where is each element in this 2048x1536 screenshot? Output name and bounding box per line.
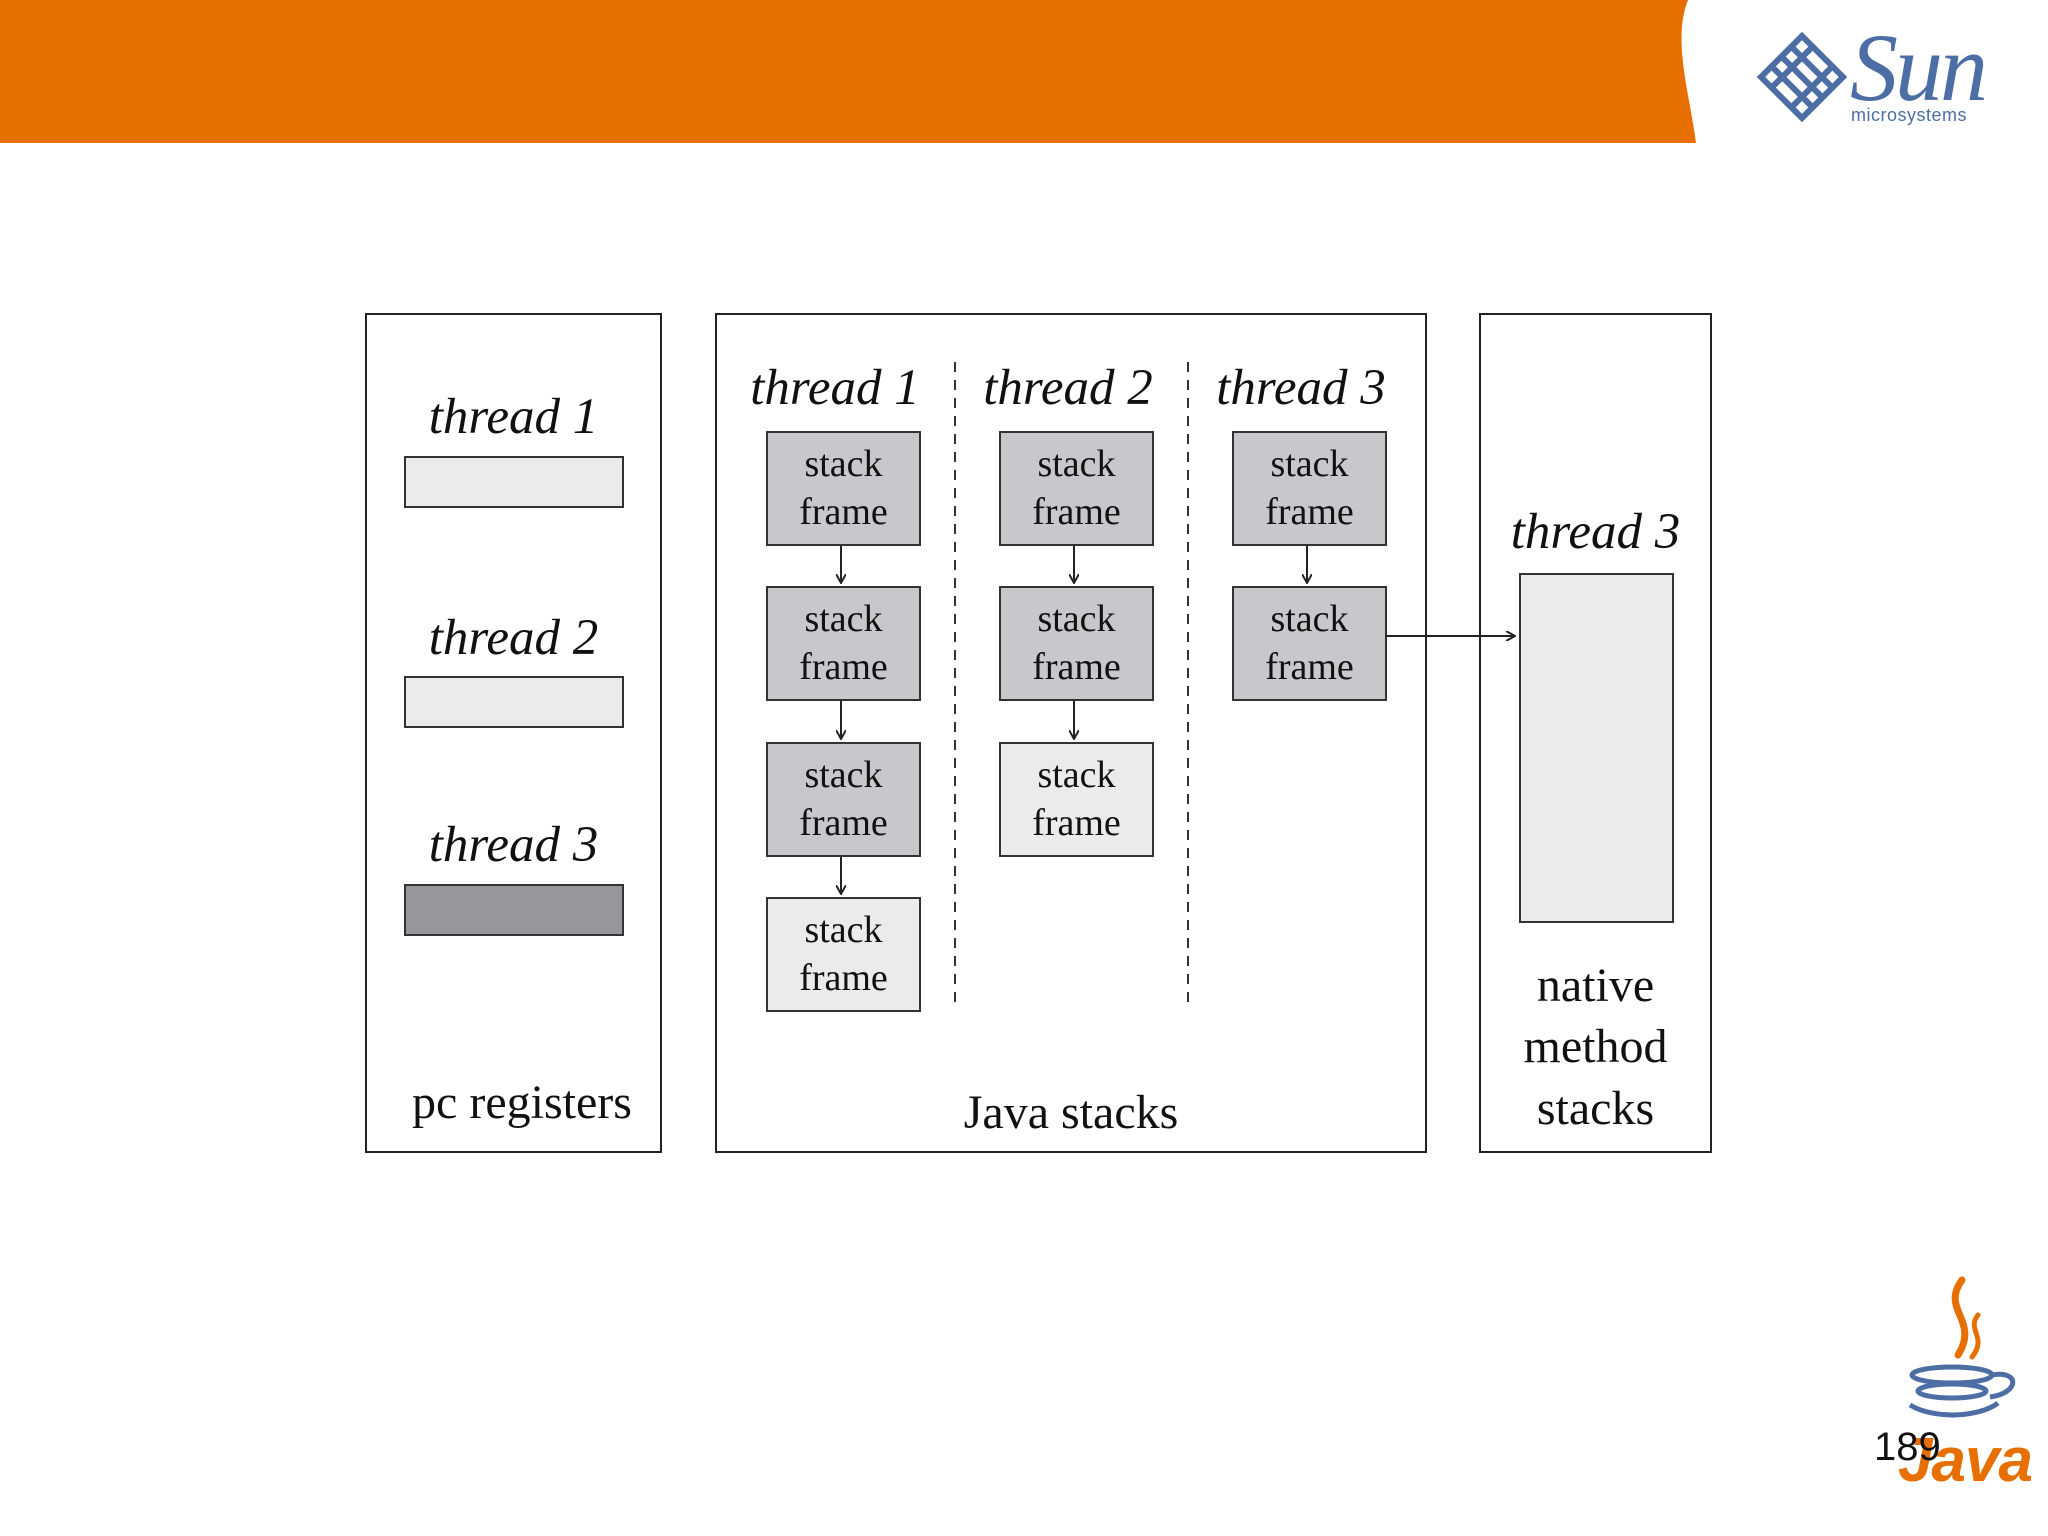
java-stacks-panel: thread 1 thread 2 thread 3 stack frame s… [715, 313, 1427, 1153]
stack-frame: stack frame [999, 586, 1154, 701]
pc-register-thread-3 [404, 884, 624, 936]
stack-frame: stack frame [999, 742, 1154, 857]
pc-register-thread-2 [404, 676, 624, 728]
pc-registers-panel: thread 1 thread 2 thread 3 pc registers [365, 313, 662, 1153]
sun-brand-text: Sun [1850, 14, 1988, 121]
pc-thread-3-label: thread 3 [428, 817, 599, 873]
stack-frame: stack frame [766, 586, 921, 701]
pc-thread-1-label: thread 1 [428, 389, 599, 445]
native-thread-3-label: thread 3 [1510, 504, 1681, 560]
page-number: 189 [1874, 1425, 1941, 1469]
stack-frame: stack frame [766, 431, 921, 546]
java-cup-icon [1908, 1276, 2016, 1418]
sun-brand-subtext: microsystems [1851, 105, 1968, 125]
pc-registers-caption: pc registers [412, 1076, 632, 1129]
native-method-stacks-panel: thread 3 native method stacks [1479, 313, 1712, 1153]
sun-logo: Sun microsystems [1755, 14, 2015, 142]
java-logo-text: Java [1898, 1426, 2033, 1495]
pc-register-thread-1 [404, 456, 624, 508]
java-thread-2-label: thread 2 [983, 360, 1153, 416]
stack-frame: stack frame [999, 431, 1154, 546]
native-method-stacks-caption: native method stacks [1523, 959, 1668, 1135]
java-logo: Java [1880, 1275, 2033, 1510]
stack-frame: stack frame [766, 742, 921, 857]
java-thread-3-label: thread 3 [1216, 360, 1386, 416]
stack-frame: stack frame [766, 897, 921, 1012]
stack-frame: stack frame [1232, 431, 1387, 546]
java-stacks-caption: Java stacks [963, 1086, 1179, 1139]
pc-thread-2-label: thread 2 [428, 610, 599, 666]
stack-frame: stack frame [1232, 586, 1387, 701]
banner-shape [0, 0, 1696, 143]
header-banner [0, 0, 2048, 143]
java-thread-1-label: thread 1 [750, 360, 920, 416]
native-stack-thread-3 [1519, 573, 1674, 923]
sun-logo-icon [1756, 31, 1848, 123]
